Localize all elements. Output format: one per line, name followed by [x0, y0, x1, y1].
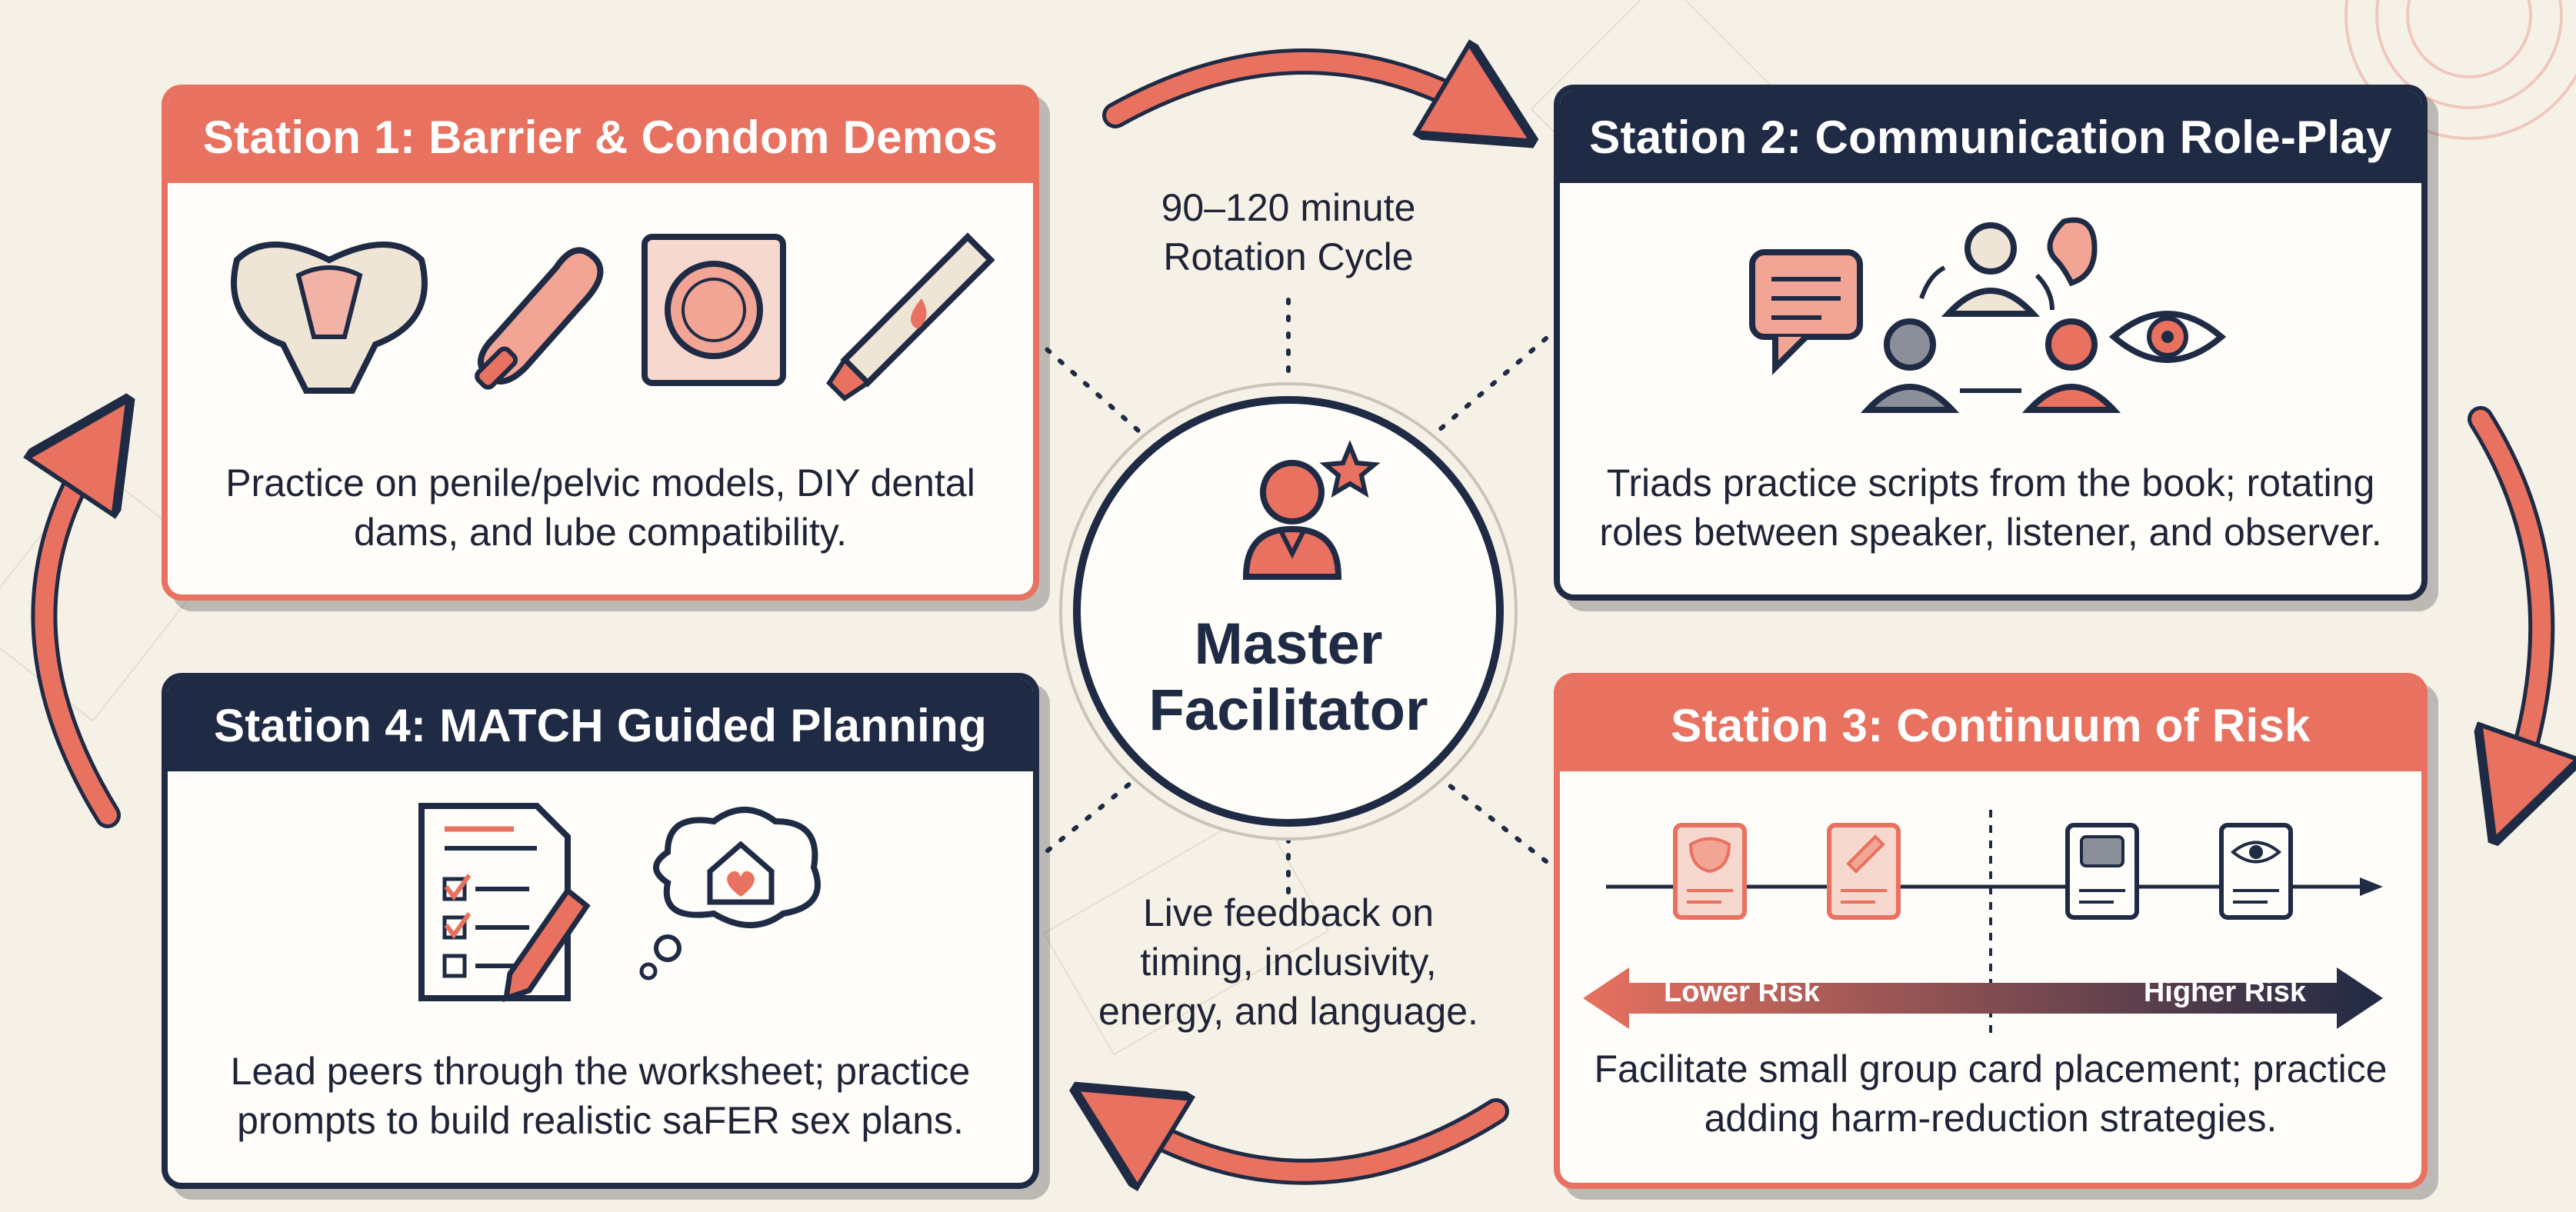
triad-people-icon	[1860, 222, 2121, 413]
rotation-cycle-note: 90–120 minute Rotation Cycle	[1161, 186, 1416, 278]
station-3-description: Facilitate small group card placement; p…	[1594, 1047, 2388, 1140]
station-3-title: Station 3: Continuum of Risk	[1560, 679, 2421, 771]
condom-wrapper-icon	[642, 234, 786, 386]
risk-card-pelvis-icon	[1673, 823, 1747, 920]
lube-tube-icon	[826, 232, 995, 401]
station-1-title: Station 1: Barrier & Condom Demos	[168, 91, 1033, 183]
risk-high-label: Higher Risk	[2143, 976, 2306, 1008]
speech-bubble-icon	[1749, 249, 1863, 375]
station-4-icons	[418, 803, 821, 1003]
background-target-decoration	[2344, 0, 2576, 140]
station-2-icons	[1749, 217, 2227, 413]
station-4-title: Station 4: MATCH Guided Planning	[168, 679, 1033, 771]
checklist-pencil-icon	[418, 803, 591, 1003]
station-4-description: Lead peers through the worksheet; practi…	[230, 1050, 971, 1142]
station-2-card: Station 2: Communication Role-Play	[1554, 85, 2428, 601]
pelvis-model-icon	[231, 241, 428, 394]
live-feedback-note: Live feedback on timing, inclusivity, en…	[1098, 891, 1478, 1033]
risk-card-condom-icon	[1827, 823, 1901, 920]
thought-home-heart-icon	[639, 807, 821, 981]
center-title: Master Facilitator	[1148, 611, 1428, 743]
listener-ear-icon	[2047, 217, 2098, 287]
station-3-risk-continuum	[1583, 810, 2383, 1041]
observer-eye-icon	[2108, 311, 2227, 363]
risk-scale-arrow	[1583, 967, 2383, 1029]
risk-low-label: Lower Risk	[1664, 976, 1820, 1008]
station-1-card: Station 1: Barrier & Condom Demos Practi…	[162, 85, 1039, 601]
risk-card-chat-icon	[2065, 823, 2139, 920]
station-2-description: Triads practice scripts from the book; r…	[1599, 461, 2382, 554]
station-4-card: Station 4: MATCH Guided Planning Lead pe…	[162, 673, 1039, 1189]
facilitator-star-icon	[1242, 440, 1381, 580]
station-3-card: Station 3: Continuum of Risk	[1554, 673, 2428, 1189]
station-1-icons	[231, 232, 995, 401]
condom-icon	[475, 247, 604, 390]
station-1-description: Practice on penile/pelvic models, DIY de…	[225, 461, 975, 554]
master-facilitator-circle: Master Facilitator	[1073, 396, 1504, 827]
station-2-title: Station 2: Communication Role-Play	[1560, 91, 2421, 183]
risk-card-eye-icon	[2219, 823, 2293, 920]
